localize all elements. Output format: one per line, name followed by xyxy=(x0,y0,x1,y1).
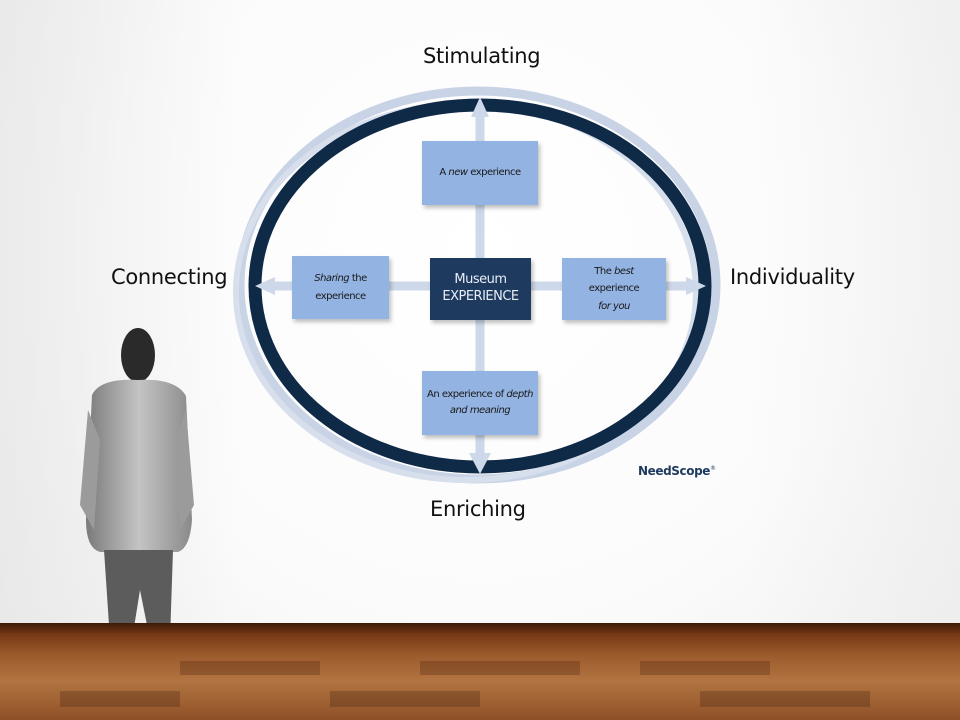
box-right-line2: experience xyxy=(588,283,640,295)
floor-plank xyxy=(330,691,480,707)
axis-label-right: Individuality xyxy=(730,265,855,289)
floor-plank xyxy=(60,691,180,707)
needscope-logo: NeedScope® xyxy=(638,464,716,478)
center-line1: Museum xyxy=(454,272,507,288)
box-left-sharing: Sharing the experience xyxy=(292,256,389,319)
wooden-floor xyxy=(0,623,960,720)
box-left-line1: Sharing the xyxy=(314,272,367,284)
box-right-best: The best experience for you xyxy=(562,258,666,320)
box-center-museum-experience: Museum EXPERIENCE xyxy=(430,258,531,320)
arrow-up-head xyxy=(471,97,489,117)
floor-plank xyxy=(700,691,870,707)
floor-plank xyxy=(180,661,320,675)
box-left-line2: experience xyxy=(315,290,366,302)
box-right-line3: for you xyxy=(598,300,630,312)
arrow-right-head xyxy=(686,277,706,295)
arrow-left-head xyxy=(255,277,275,295)
floor-plank xyxy=(640,661,770,675)
axis-label-bottom: Enriching xyxy=(430,497,526,521)
axis-label-left: Connecting xyxy=(111,265,228,289)
box-right-line1: The best xyxy=(594,265,634,277)
box-bottom-line2: and meaning xyxy=(449,405,511,416)
arrow-down-head xyxy=(469,453,491,474)
box-top-new-experience: A new experience xyxy=(422,141,538,205)
center-line2: EXPERIENCE xyxy=(442,289,519,304)
axis-label-top: Stimulating xyxy=(423,44,541,68)
floor-plank xyxy=(420,661,580,675)
box-bottom-depth: An experience of depth and meaning xyxy=(422,371,538,435)
box-top-text: A new experience xyxy=(439,167,521,178)
box-bottom-line1: An experience of depth xyxy=(427,389,533,400)
